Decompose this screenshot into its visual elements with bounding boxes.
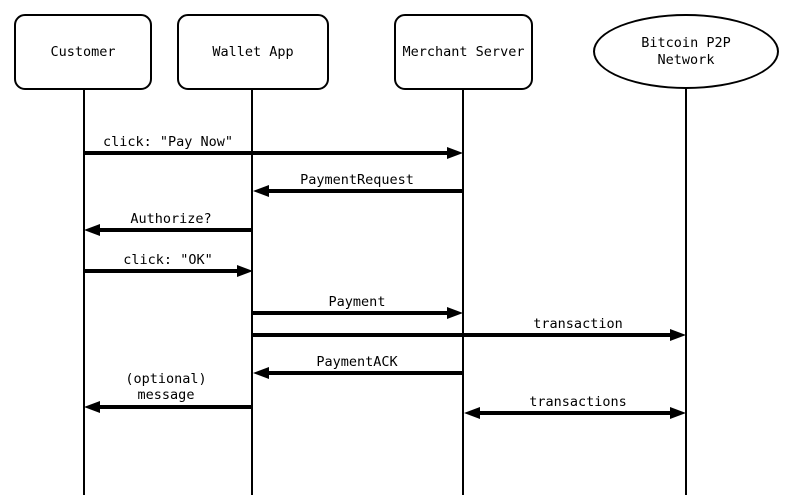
- arrowhead-left-icon: [84, 224, 100, 236]
- actor-wallet-app: Wallet App: [177, 14, 329, 90]
- arrowhead-left-icon: [84, 401, 100, 413]
- message-line: [84, 151, 448, 155]
- actor-customer-label: Customer: [50, 43, 116, 60]
- arrowhead-right-icon: [447, 307, 463, 319]
- arrowhead-right-icon: [670, 407, 686, 419]
- message-line: [479, 411, 671, 415]
- lifeline-customer: [83, 90, 85, 495]
- arrowhead-left-icon: [253, 367, 269, 379]
- message-line: [99, 228, 253, 232]
- message-label: click: "OK": [123, 252, 213, 268]
- message-line: [99, 405, 253, 409]
- lifeline-bitcoin-p2p-network: [685, 88, 687, 495]
- lifeline-wallet-app: [251, 90, 253, 495]
- message-line: [268, 371, 463, 375]
- message-label: PaymentRequest: [300, 172, 414, 188]
- arrowhead-right-icon: [447, 147, 463, 159]
- message-line: [268, 189, 463, 193]
- actor-merchant-server-label: Merchant Server: [402, 43, 525, 60]
- arrowhead-right-icon: [237, 265, 253, 277]
- message-line: [253, 333, 671, 337]
- actor-bitcoin-p2p-network: Bitcoin P2P Network: [593, 14, 779, 89]
- message-label: Authorize?: [130, 211, 212, 227]
- actor-bitcoin-p2p-network-label: Bitcoin P2P Network: [641, 34, 731, 68]
- lifeline-merchant-server: [462, 90, 464, 495]
- message-label: transactions: [529, 394, 627, 410]
- message-label: click: "Pay Now": [102, 134, 234, 150]
- arrowhead-right-icon: [670, 329, 686, 341]
- arrowhead-left-icon: [464, 407, 480, 419]
- actor-customer: Customer: [14, 14, 152, 90]
- actor-merchant-server: Merchant Server: [394, 14, 533, 90]
- message-label: PaymentACK: [316, 354, 398, 370]
- message-label: Payment: [328, 294, 386, 310]
- message-line: [84, 269, 238, 273]
- actor-wallet-app-label: Wallet App: [212, 43, 294, 60]
- message-label: (optional) message: [125, 371, 207, 403]
- message-line: [253, 311, 448, 315]
- arrowhead-left-icon: [253, 185, 269, 197]
- message-label: transaction: [533, 316, 623, 332]
